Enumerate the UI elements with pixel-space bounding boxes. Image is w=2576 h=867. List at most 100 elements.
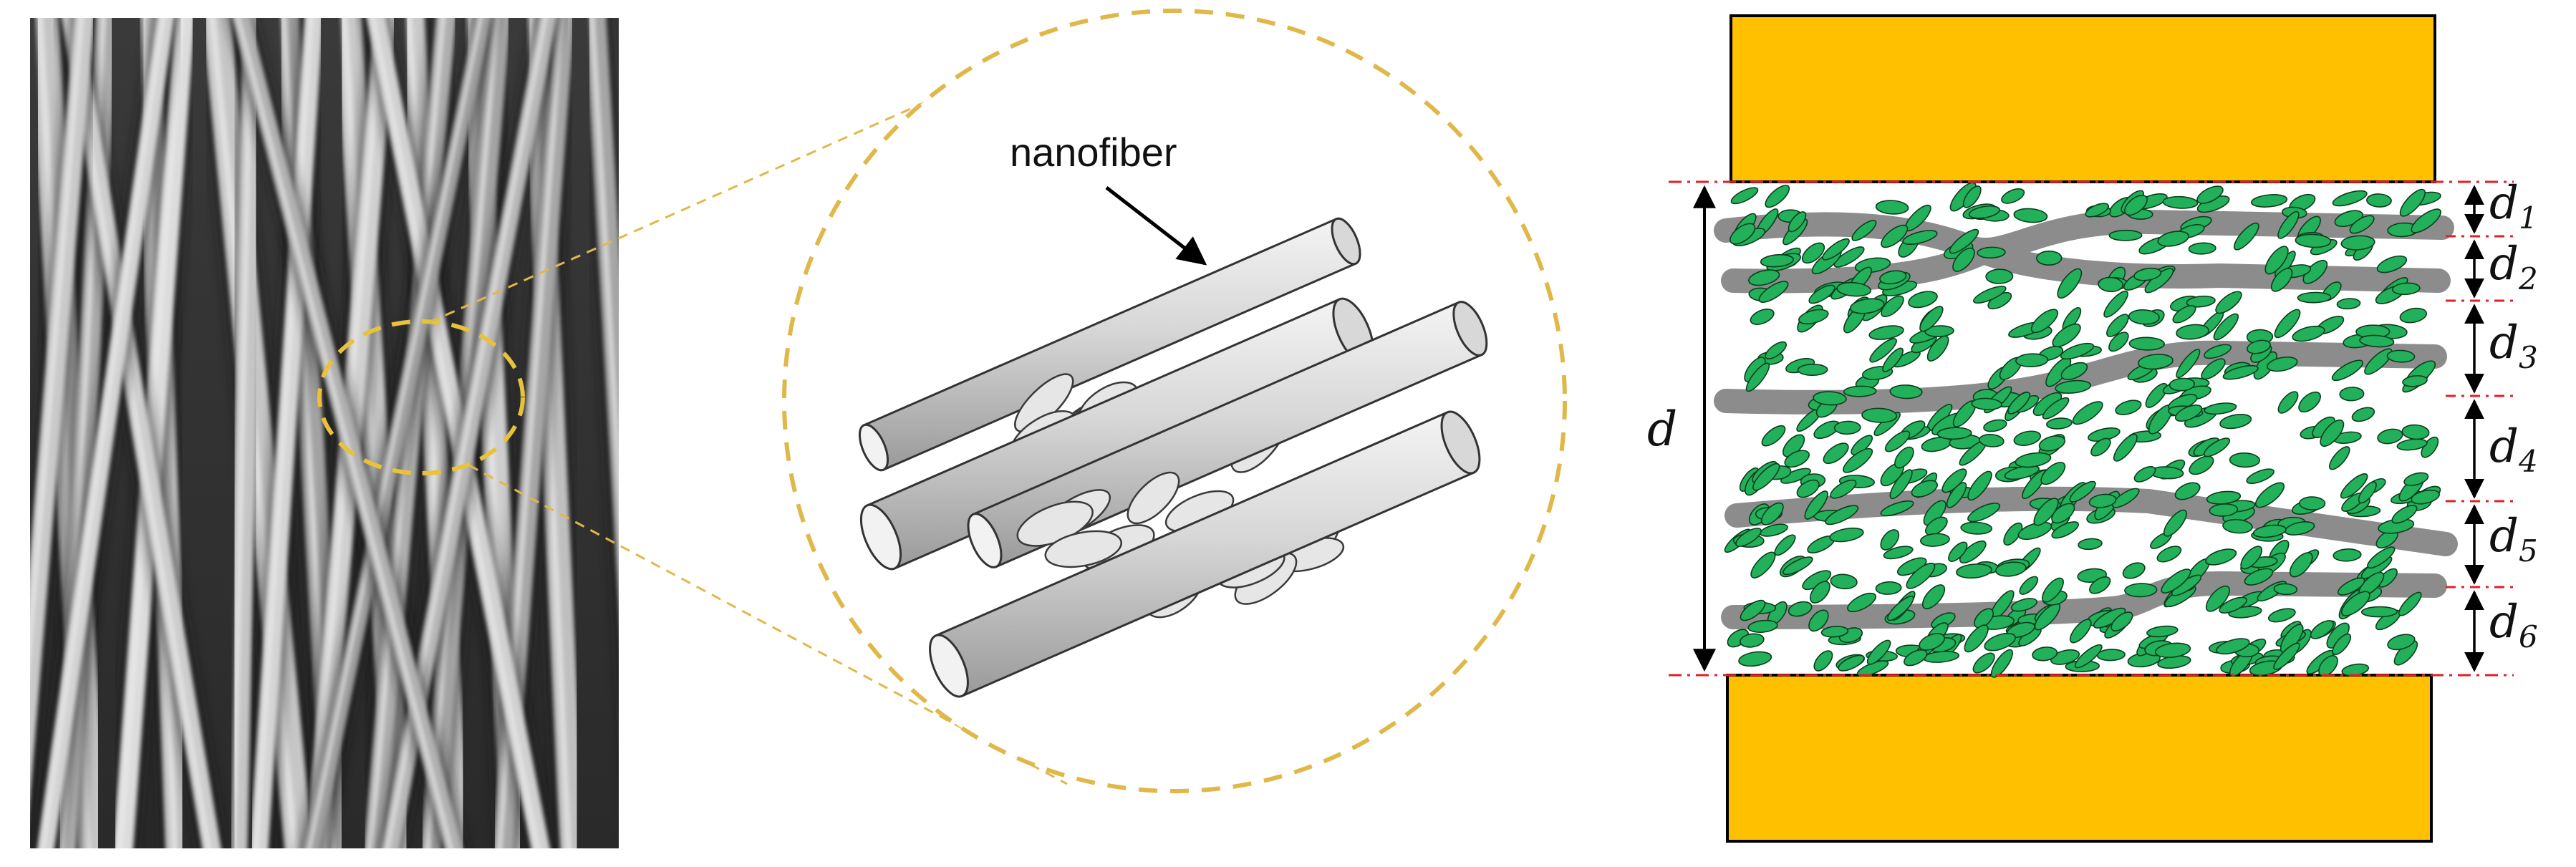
green-flake — [2329, 446, 2350, 470]
green-flake — [2206, 490, 2242, 505]
green-flake — [2161, 568, 2191, 594]
green-flake — [2108, 229, 2143, 241]
green-flake — [2273, 642, 2300, 670]
green-flake — [1808, 284, 1835, 304]
green-flake — [2201, 358, 2226, 380]
green-flake — [1765, 185, 1790, 208]
green-flake — [2069, 480, 2096, 503]
green-flake — [1967, 470, 1992, 501]
green-flake — [1906, 562, 1936, 589]
green-flake — [2359, 334, 2395, 348]
green-flake — [1881, 295, 1904, 317]
sem-fiber-highlight — [41, 18, 165, 848]
green-flake — [2036, 250, 2063, 266]
green-flake — [2096, 649, 2126, 662]
sem-fiber-highlight — [589, 18, 619, 524]
sem-fiber-highlight — [236, 18, 453, 848]
green-flake — [1833, 246, 1865, 268]
green-flake — [1925, 516, 1948, 536]
sem-fiber — [249, 18, 324, 848]
green-flake — [1822, 238, 1850, 261]
green-flake — [1881, 224, 1909, 248]
green-flake — [2399, 188, 2426, 217]
sem-fiber-highlight — [254, 18, 314, 848]
rod-end-cap — [1440, 410, 1481, 475]
green-flake — [1972, 652, 1995, 674]
green-flake — [2264, 246, 2289, 275]
green-flake — [2398, 591, 2422, 616]
sem-fibers — [30, 18, 619, 848]
green-flake — [2113, 433, 2138, 462]
green-flake — [2051, 503, 2075, 524]
green-flake — [2298, 391, 2321, 413]
green-flake — [1813, 650, 1833, 672]
green-flake — [2216, 638, 2250, 655]
green-flake — [2387, 634, 2416, 651]
fiber-layer-5 — [1721, 571, 2447, 629]
green-flake — [2174, 482, 2201, 500]
green-flake — [1833, 420, 1861, 435]
green-flake — [2038, 435, 2066, 452]
green-flake — [2360, 606, 2398, 618]
green-flake — [2128, 309, 2160, 325]
green-flake — [2240, 546, 2263, 570]
sem-fiber — [30, 18, 95, 798]
green-flake — [2001, 188, 2025, 204]
green-flake — [2046, 417, 2073, 430]
green-flake — [2015, 452, 2052, 468]
green-flake — [2133, 465, 2156, 483]
green-flake — [1960, 521, 1993, 535]
green-flake — [1911, 480, 1938, 498]
green-flake — [1825, 505, 1859, 525]
green-flake — [1788, 601, 1813, 617]
green-flake — [1908, 291, 1938, 309]
green-flake — [1750, 551, 1776, 578]
green-flakes — [1724, 182, 2441, 678]
green-flake — [2302, 259, 2328, 284]
sem-fiber — [232, 18, 463, 848]
green-flake — [1813, 391, 1847, 406]
green-flake — [2052, 323, 2081, 348]
green-flake — [2411, 208, 2441, 233]
green-flake — [2320, 419, 2345, 447]
green-flake — [1880, 529, 1900, 551]
green-flake — [1875, 581, 1902, 595]
gap-label-d4: d4 — [2489, 420, 2538, 479]
green-flake — [2122, 562, 2146, 579]
green-flake — [2244, 568, 2274, 586]
green-flake — [2401, 424, 2430, 440]
green-flake — [2277, 210, 2300, 239]
green-flake — [2340, 591, 2370, 616]
green-flake — [2042, 577, 2064, 603]
green-flake — [2169, 377, 2196, 392]
green-flake — [2146, 625, 2179, 638]
green-flake — [2331, 359, 2363, 382]
green-flake — [2108, 331, 2129, 352]
green-flake — [2145, 382, 2168, 408]
green-flake — [2310, 620, 2334, 639]
green-flake — [1830, 573, 1858, 590]
green-flake — [2229, 452, 2260, 468]
green-flake — [2174, 404, 2203, 422]
green-flake — [2332, 190, 2368, 207]
green-flake — [1994, 561, 2027, 577]
green-flake — [2088, 493, 2117, 508]
sem-fiber — [226, 18, 265, 848]
green-flake — [2013, 430, 2042, 446]
green-flake — [2222, 364, 2259, 380]
green-flake — [2157, 231, 2189, 247]
green-flake — [2411, 489, 2441, 505]
green-flake — [1797, 363, 1828, 377]
green-flake — [2340, 473, 2368, 499]
green-flake — [2106, 314, 2129, 337]
rod-open-end — [858, 423, 889, 472]
green-flake — [2332, 633, 2352, 656]
green-flake — [1801, 242, 1825, 264]
green-flake — [2176, 349, 2201, 379]
green-flake — [1968, 205, 2000, 219]
green-flake — [2367, 546, 2396, 569]
green-flake — [1866, 639, 1891, 665]
green-flake — [1972, 286, 2007, 304]
zoom-guide-top — [429, 38, 1068, 324]
